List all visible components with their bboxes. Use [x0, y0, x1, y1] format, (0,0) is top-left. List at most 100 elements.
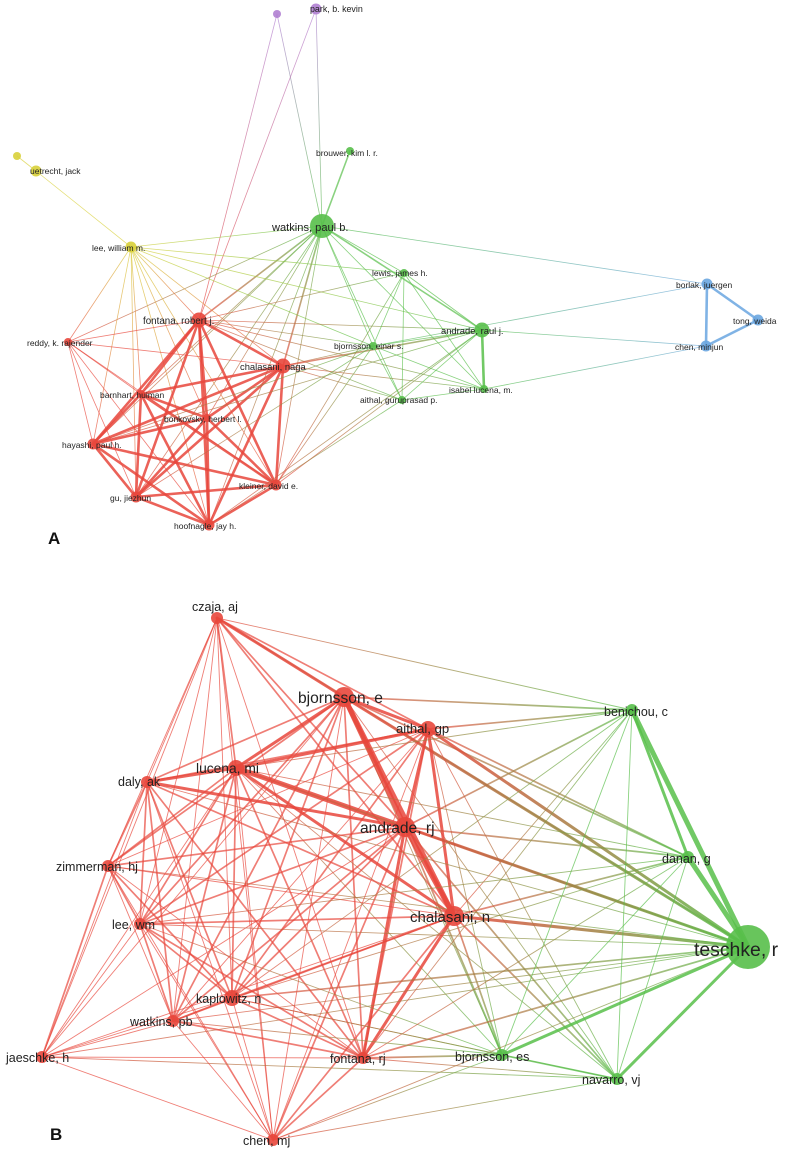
edge-lee-gu: [130, 246, 137, 498]
edge-chalasani-aithal: [282, 365, 403, 401]
edge-fontana-kleiner: [197, 318, 278, 487]
node-label-borlak: borlak, juergen: [676, 280, 733, 290]
edge-reddy-barnhart: [67, 341, 142, 395]
edge-reddy-hayashi: [67, 341, 94, 445]
edge-bjornsson-borlak: [372, 283, 708, 347]
edge-chalasani_n-teschke: [452, 914, 750, 949]
edge-daly-watkins_pb: [146, 781, 174, 1022]
edge-daly-chalasani_n: [146, 781, 455, 917]
node-andrade_rj: [395, 817, 415, 837]
edge-tong-chen: [704, 318, 760, 348]
edge-lee-hayashi: [92, 246, 132, 445]
node-label-lee: lee, william m.: [92, 243, 145, 253]
node-barnhart: [137, 390, 145, 398]
edge-czaja-andrade_rj: [216, 617, 406, 828]
node-label-gu: gu, jiezhun: [110, 493, 151, 503]
edge-andrade_rj-lee_wm: [139, 826, 406, 925]
edge-chalasani_n-navarro: [453, 915, 618, 1080]
node-hoofnagle: [203, 519, 215, 531]
node-label-andrade: andrade, raul j.: [441, 325, 504, 336]
node-tong: [752, 314, 764, 326]
edge-watkins_pb-fontana_rj: [172, 1020, 364, 1059]
edge-chalasani-hayashi: [91, 364, 285, 446]
edge-jaeschke-watkins_pb: [41, 1020, 174, 1058]
edge-czaja-chen_mj: [216, 617, 274, 1141]
edge-lewis-aithal: [401, 272, 405, 401]
edge-bjornsson_e-lucena: [234, 695, 346, 770]
edge-lucena-jaeschke: [41, 767, 237, 1058]
node-label-hoofnagle: hoofnagle, jay h.: [174, 521, 236, 531]
edge-fontana-isabel: [198, 319, 485, 390]
node-label-bjornsson_e: bjornsson, e: [298, 690, 383, 707]
edge-bjornsson-kleiner: [275, 345, 374, 486]
edge-lee-hoofnagle: [130, 246, 210, 526]
edge-andrade_rj-danan: [404, 826, 689, 858]
node-lee: [125, 241, 137, 253]
edge-fontana-aithal: [198, 319, 403, 401]
edge-watkins-hayashi: [92, 225, 323, 445]
edge-daly-chen_mj: [146, 781, 274, 1141]
node-isabel: [480, 385, 488, 393]
node-label-lewis: lewis, james h.: [372, 268, 428, 278]
edge-andrade-chen: [481, 329, 707, 347]
edge-lee-barnhart: [130, 246, 142, 395]
edge-lucena-benichou: [235, 709, 633, 769]
edge-hoofnagle-kleiner: [207, 483, 278, 527]
edge-bjornsson_e-daly: [146, 696, 345, 783]
edge-zimmerman-watkins_pb: [107, 865, 174, 1022]
node-chalasani: [275, 358, 291, 374]
edge-aithal-hoofnagle: [208, 399, 403, 526]
edge-teschke-navarro: [615, 945, 750, 1081]
edge-lucena-zimmerman: [107, 767, 237, 867]
edge-lucena-fontana_rj: [235, 767, 364, 1059]
edge-fontana-reddy: [67, 319, 200, 343]
node-danan: [682, 851, 694, 863]
edge-lee-lewis: [130, 246, 405, 274]
edge-teschke-watkins_pb: [172, 946, 749, 1022]
node-daly: [141, 776, 153, 788]
edge-andrade_rj-teschke: [403, 825, 750, 949]
node-teschke: [726, 925, 770, 969]
edge-bjornsson_e-zimmerman: [107, 696, 345, 867]
edge-czaja-lucena: [216, 617, 237, 769]
node-label-watkins: watkins, paul b.: [271, 222, 348, 234]
edge-park2-fontana: [198, 13, 278, 321]
node-bjornsson: [369, 342, 377, 350]
edge-watkins_pb-bjornsson_es: [172, 1020, 503, 1056]
edge-lee-reddy: [67, 246, 132, 343]
edge-bjornsson_es-navarro: [501, 1054, 618, 1080]
edge-watkins-aithal: [321, 225, 403, 401]
node-label-chen_mj: chen, mj: [243, 1134, 290, 1148]
edge-aithal_gp-bjornsson_es: [427, 728, 503, 1056]
edge-chalasani-hoofnagle: [207, 364, 285, 527]
edge-borlak-tong: [705, 282, 760, 322]
edge-aithal_gp-chalasani_n: [426, 727, 456, 918]
edge-lucena-chalasani_n: [234, 766, 456, 918]
edge-andrade-hayashi: [92, 329, 483, 445]
edge-watkins_pb-chen_mj: [172, 1020, 274, 1141]
edge-zimmerman-chen_mj: [107, 865, 274, 1141]
node-label-tong: tong, weida: [733, 316, 777, 326]
edge-andrade-isabel: [480, 328, 486, 391]
edge-benichou-fontana_rj: [362, 709, 633, 1059]
edge-isabel-aithal: [401, 388, 485, 401]
edge-kaplowitz-jaeschke: [41, 997, 233, 1058]
edge-brouwer-watkins: [321, 150, 351, 227]
node-label-bjornsson_es: bjornsson, es: [455, 1050, 529, 1064]
edge-bjornsson_e-aithal_gp: [342, 695, 430, 731]
node-label-aithal: aithal, guruprasad p.: [360, 395, 438, 405]
node-label-barnhart: barnhart, huiman: [100, 390, 165, 400]
edge-lee-chalasani: [130, 246, 284, 367]
edge-daly-kaplowitz: [146, 781, 233, 999]
node-label-teschke: teschke, r: [694, 939, 779, 961]
node-borlak: [701, 278, 713, 290]
edge-reddy-gu: [67, 341, 137, 498]
edge-hayashi-kleiner: [91, 442, 278, 487]
edge-bjornsson-aithal: [372, 345, 403, 401]
edge-watkins-gu: [135, 225, 323, 498]
edge-aithal_gp-danan: [427, 728, 689, 858]
edge-lewis-kleiner: [275, 272, 405, 486]
edge-chalasani-isabel: [282, 365, 485, 390]
node-label-fontana_rj: fontana, rj: [330, 1052, 386, 1066]
